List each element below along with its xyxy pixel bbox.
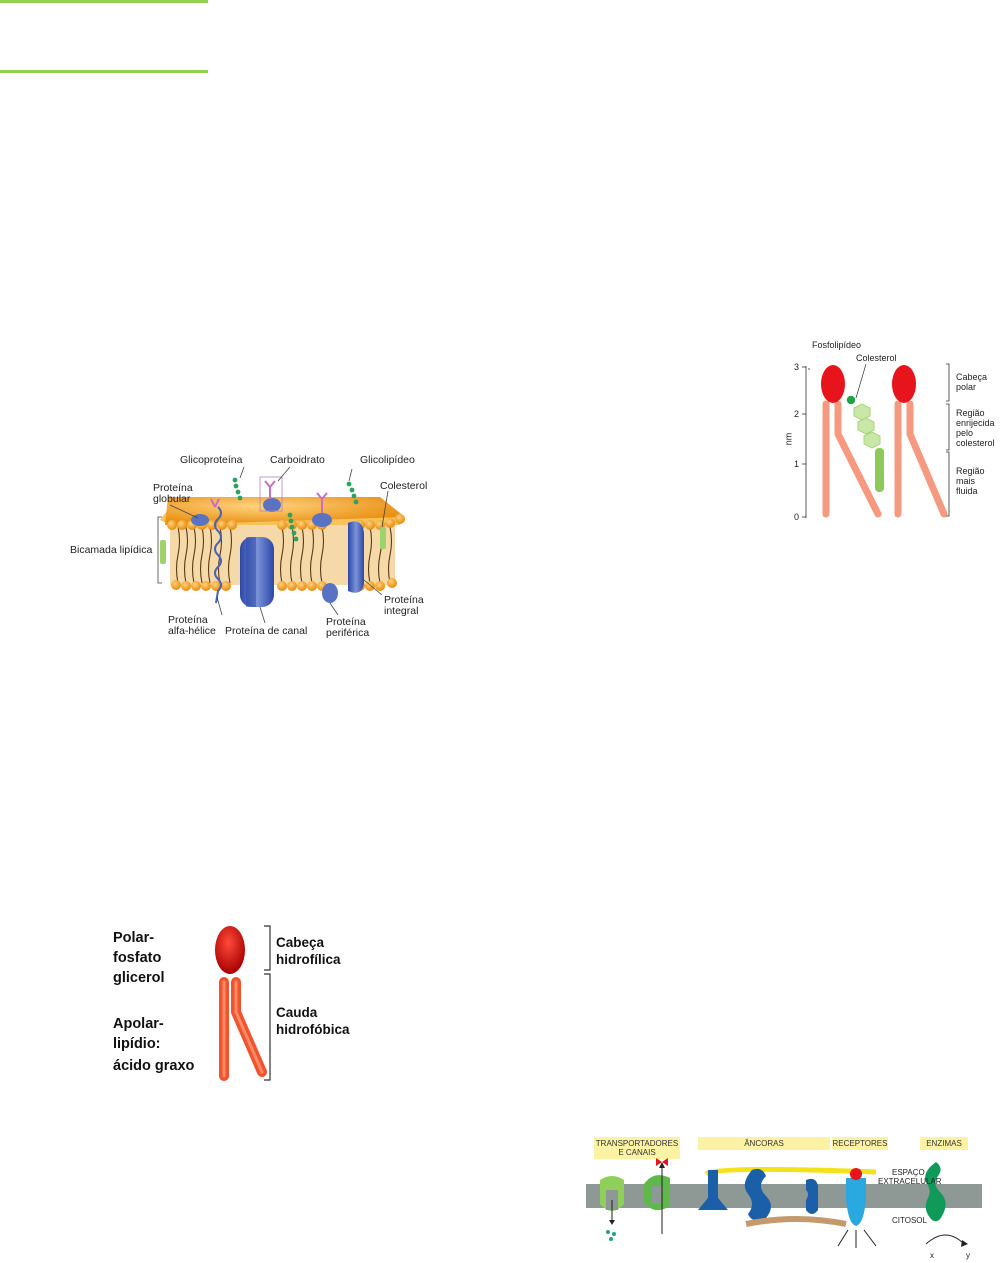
fluida-2: mais (956, 476, 976, 486)
enrijecida-3: pelo (956, 428, 974, 438)
label-integral-1: Proteína (384, 594, 424, 606)
label-glicolipideo: Glicolipídeo (360, 454, 415, 466)
phospholipid-diagram: Polar- fosfato glicerol Apolar- lipídio:… (108, 920, 378, 1090)
cholesterol-diagram: Fosfolipídeo Colesterol nm 3 2 1 0 Cabeç… (782, 336, 1000, 528)
apolar-1: Apolar- (113, 1016, 164, 1032)
polar-3: glicerol (113, 970, 165, 986)
label-x: x (930, 1251, 934, 1260)
label-carboidrato: Carboidrato (270, 454, 325, 466)
tag-transportadores-1: TRANSPORTADORES (595, 1139, 679, 1148)
top-rule (0, 0, 208, 3)
polar-1: Polar- (113, 930, 155, 946)
tag-receptores: RECEPTORES (832, 1137, 888, 1150)
phospholipid-illustration (215, 925, 271, 1081)
cauda-hidrofobica-2: hidrofóbica (276, 1022, 350, 1037)
axis-unit: nm (783, 432, 794, 446)
fluida-3: fluida (956, 486, 978, 496)
tick-1: 1 (794, 459, 800, 469)
tag-ancoras: ÂNCORAS (698, 1137, 830, 1150)
cabeca-hidrofilica-1: Cabeça (276, 935, 325, 950)
membrane-diagram: Glicoproteína Carboidrato Glicolipídeo P… (60, 445, 440, 645)
label-bicamada: Bicamada lipídica (70, 544, 153, 556)
label-integral-2: integral (384, 605, 419, 617)
tick-0: 0 (794, 512, 800, 522)
tick-3: 3 (794, 362, 800, 372)
apolar-3: ácido graxo (113, 1058, 195, 1074)
cabeca-1: Cabeça (956, 372, 988, 382)
label-espaco-1: ESPAÇO (892, 1168, 925, 1177)
protein-functions-diagram: TRANSPORTADORES E CANAIS ÂNCORAS RECEPTO… (586, 1134, 982, 1262)
apolar-2: lipídio: (113, 1036, 161, 1052)
label-canal: Proteína de canal (225, 625, 308, 637)
label-colesterol-2: Colesterol (856, 353, 897, 363)
label-y: y (966, 1251, 970, 1260)
cholesterol-illustration (802, 363, 950, 518)
label-proteina-globular-2: globular (153, 493, 191, 505)
enrijecida-1: Região (956, 408, 985, 418)
cabeca-hidrofilica-2: hidrofílica (276, 952, 341, 967)
enrijecida-2: enrijecida (956, 418, 995, 428)
label-fosfolipideo: Fosfolipídeo (812, 340, 862, 350)
label-periferica-1: Proteína (326, 616, 366, 628)
label-periferica-2: periférica (326, 627, 370, 639)
label-glicoproteina: Glicoproteína (180, 454, 243, 466)
polar-2: fosfato (113, 950, 162, 966)
tag-enzimas: ENZIMAS (920, 1137, 968, 1150)
label-alfa-2: alfa-hélice (168, 625, 216, 637)
label-espaco-2: EXTRACELULAR (878, 1177, 942, 1186)
tag-transportadores: TRANSPORTADORES E CANAIS (594, 1137, 680, 1159)
label-colesterol: Colesterol (380, 480, 428, 492)
label-alfa-1: Proteína (168, 614, 208, 626)
membrane-illustration (157, 466, 405, 624)
label-proteina-globular-1: Proteína (153, 482, 193, 494)
enrijecida-4: colesterol (956, 438, 995, 448)
second-rule (0, 70, 208, 73)
tag-transportadores-2: E CANAIS (618, 1148, 656, 1157)
label-citosol: CITOSOL (892, 1216, 927, 1225)
protein-functions-illustration (586, 1158, 982, 1248)
fluida-1: Região (956, 466, 985, 476)
tick-2: 2 (794, 409, 800, 419)
cauda-hidrofobica-1: Cauda (276, 1005, 318, 1020)
cabeca-2: polar (956, 382, 977, 392)
